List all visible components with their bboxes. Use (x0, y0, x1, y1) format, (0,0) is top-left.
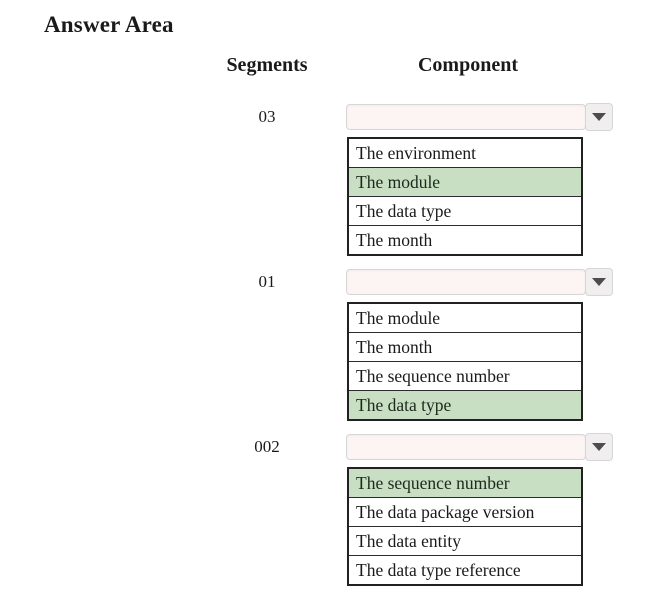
component-dropdown-field[interactable] (346, 269, 586, 295)
option-row[interactable]: The environment (349, 139, 581, 168)
chevron-down-icon (592, 113, 606, 121)
option-row[interactable]: The module (349, 168, 581, 197)
option-row[interactable]: The data type reference (349, 556, 581, 584)
component-dropdown-field[interactable] (346, 104, 586, 130)
segment-label: 002 (254, 437, 280, 456)
option-row[interactable]: The month (349, 226, 581, 254)
column-header-component: Component (417, 54, 518, 76)
option-row[interactable]: The sequence number (349, 469, 581, 498)
dropdown-arrow-button[interactable] (585, 268, 613, 296)
segment-label: 01 (258, 272, 276, 291)
component-dropdown-field[interactable] (346, 434, 586, 460)
option-row[interactable]: The module (349, 304, 581, 333)
option-row[interactable]: The data entity (349, 527, 581, 556)
chevron-down-icon (592, 443, 606, 451)
option-row[interactable]: The sequence number (349, 362, 581, 391)
option-row[interactable]: The data package version (349, 498, 581, 527)
chevron-down-icon (592, 278, 606, 286)
option-row[interactable]: The data type (349, 391, 581, 419)
dropdown-arrow-button[interactable] (585, 103, 613, 131)
option-row[interactable]: The month (349, 333, 581, 362)
dropdown-arrow-button[interactable] (585, 433, 613, 461)
option-row[interactable]: The data type (349, 197, 581, 226)
segment-label: 03 (258, 107, 276, 126)
column-header-segments: Segments (226, 54, 308, 76)
page-title: Answer Area (44, 12, 174, 37)
